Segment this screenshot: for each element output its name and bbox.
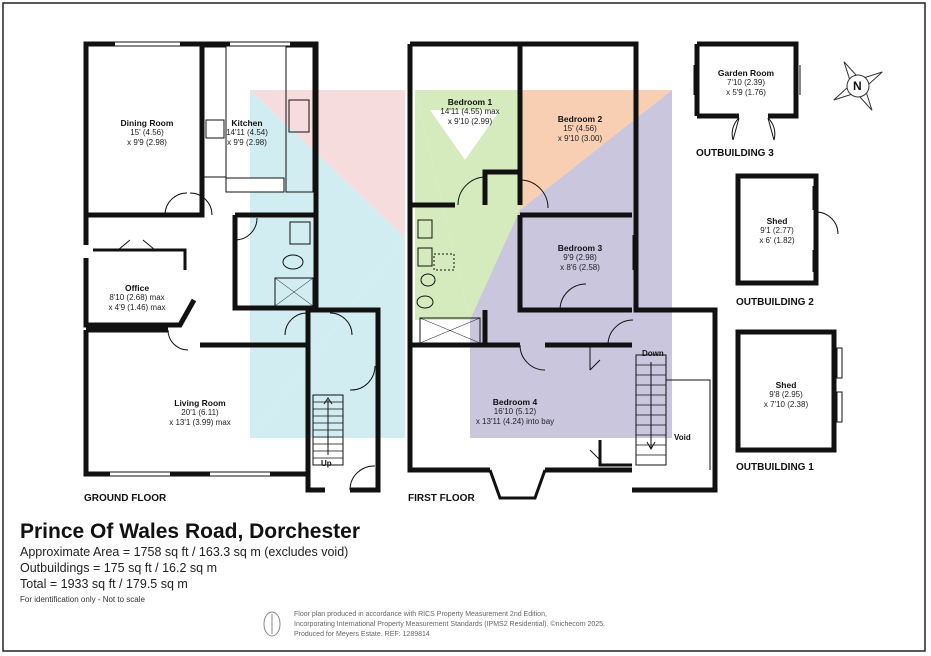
- room-name: Bedroom 2: [557, 114, 603, 124]
- ground-cyan-overlay-2: [250, 238, 405, 438]
- first-floor-details: [416, 41, 711, 500]
- stairs-up-label: Up: [321, 459, 332, 468]
- approximate-area: Approximate Area = 1758 sq ft / 163.3 sq…: [20, 545, 349, 559]
- outbuilding-1-label: OUTBUILDING 1: [736, 462, 814, 473]
- compass-rose-icon: [833, 61, 883, 111]
- outbuildings: [694, 41, 837, 453]
- room-dimension: x 5'9 (1.76): [726, 88, 766, 97]
- ground-floor-details: [93, 41, 376, 491]
- ground-floor-label: GROUND FLOOR: [84, 493, 167, 504]
- ground-cyan-overlay: [250, 90, 405, 438]
- void-label: Void: [674, 433, 691, 442]
- room-dimension: 9'1 (2.77): [760, 226, 794, 235]
- credit-block: Floor plan produced in accordance with R…: [294, 610, 674, 640]
- room-dimension: x 9'9 (2.98): [227, 138, 267, 147]
- room-dimension: x 4'9 (1.46) max: [108, 303, 166, 312]
- outbuilding-2-label: OUTBUILDING 2: [736, 297, 814, 308]
- room-dimension: 15' (4.56): [130, 128, 164, 137]
- room-office: Office 8'10 (2.68) max x 4'9 (1.46) max: [93, 283, 181, 313]
- room-name: Kitchen: [231, 118, 263, 128]
- room-dimension: x 9'9 (2.98): [127, 138, 167, 147]
- first-green-overlay: [415, 90, 520, 320]
- room-bedroom-3: Bedroom 3 9'9 (2.98) x 8'6 (2.58): [535, 243, 625, 273]
- room-dimension: 15' (4.56): [563, 124, 597, 133]
- room-name: Bedroom 4: [492, 397, 538, 407]
- room-dimension: x 9'10 (3.00): [557, 134, 603, 143]
- property-title: Prince Of Wales Road, Dorchester: [20, 520, 360, 543]
- room-name: Shed: [775, 380, 797, 390]
- stairs-down-label: Down: [642, 349, 664, 358]
- credit-line: Incorporating International Property Mea…: [294, 621, 605, 628]
- room-name: Bedroom 1: [447, 97, 493, 107]
- identification-note: For identification only - Not to scale: [20, 595, 145, 604]
- room-dimension: x 13'1 (3.99) max: [169, 418, 231, 427]
- room-garden: Garden Room 7'10 (2.39) x 5'9 (1.76): [704, 68, 788, 98]
- nichecom-logo-icon: [263, 611, 281, 637]
- credit-line: Produced for Meyers Estate. REF: 1289814: [294, 631, 430, 638]
- total-area: Total = 1933 sq ft / 179.5 sq m: [20, 577, 188, 591]
- first-lavender-overlay-2: [470, 210, 520, 438]
- room-dimension: 20'1 (6.11): [181, 408, 219, 417]
- room-dimension: x 6' (1.82): [759, 236, 795, 245]
- outbuildings-area: Outbuildings = 175 sq ft / 16.2 sq m: [20, 561, 217, 575]
- room-dimension: 9'9 (2.98): [563, 253, 597, 262]
- room-dimension: x 7'10 (2.38): [763, 400, 809, 409]
- room-bedroom-4: Bedroom 4 16'10 (5.12) x 13'11 (4.24) in…: [460, 397, 570, 427]
- room-name: Bedroom 3: [557, 243, 603, 253]
- room-dimension: 16'10 (5.12): [493, 407, 537, 416]
- room-bedroom-2: Bedroom 2 15' (4.56) x 9'10 (3.00): [535, 114, 625, 144]
- room-name: Shed: [766, 216, 788, 226]
- room-name: Living Room: [174, 398, 226, 408]
- first-floor-walls: [407, 41, 718, 493]
- room-shed-2: Shed 9'1 (2.77) x 6' (1.82): [742, 216, 812, 246]
- room-dimension: 9'8 (2.95): [769, 390, 803, 399]
- room-dimension: 14'11 (4.55) max: [440, 107, 500, 116]
- room-name: Garden Room: [717, 68, 775, 78]
- ground-floor-walls: [83, 41, 381, 493]
- room-dimension: x 13'11 (4.24) into bay: [475, 417, 555, 426]
- compass-north-label: N: [853, 79, 862, 93]
- outbuilding-3-label: OUTBUILDING 3: [696, 148, 774, 159]
- room-dimension: 8'10 (2.68) max: [109, 293, 165, 302]
- room-dimension: x 8'6 (2.58): [560, 263, 600, 272]
- first-floor-label: FIRST FLOOR: [408, 493, 475, 504]
- bed1-white-notch: [430, 110, 500, 160]
- room-kitchen: Kitchen 14'11 (4.54) x 9'9 (2.98): [212, 118, 282, 148]
- room-name: Dining Room: [120, 118, 174, 128]
- credit-line: Floor plan produced in accordance with R…: [294, 611, 547, 618]
- room-dimension: 14'11 (4.54): [226, 128, 268, 137]
- room-bedroom-1: Bedroom 1 14'11 (4.55) max x 9'10 (2.99): [425, 97, 515, 127]
- room-dimension: x 9'10 (2.99): [447, 117, 493, 126]
- room-name: Office: [124, 283, 150, 293]
- room-dimension: 7'10 (2.39): [727, 78, 765, 87]
- room-dining: Dining Room 15' (4.56) x 9'9 (2.98): [100, 118, 194, 148]
- room-living: Living Room 20'1 (6.11) x 13'1 (3.99) ma…: [150, 398, 250, 428]
- room-shed-1: Shed 9'8 (2.95) x 7'10 (2.38): [746, 380, 826, 410]
